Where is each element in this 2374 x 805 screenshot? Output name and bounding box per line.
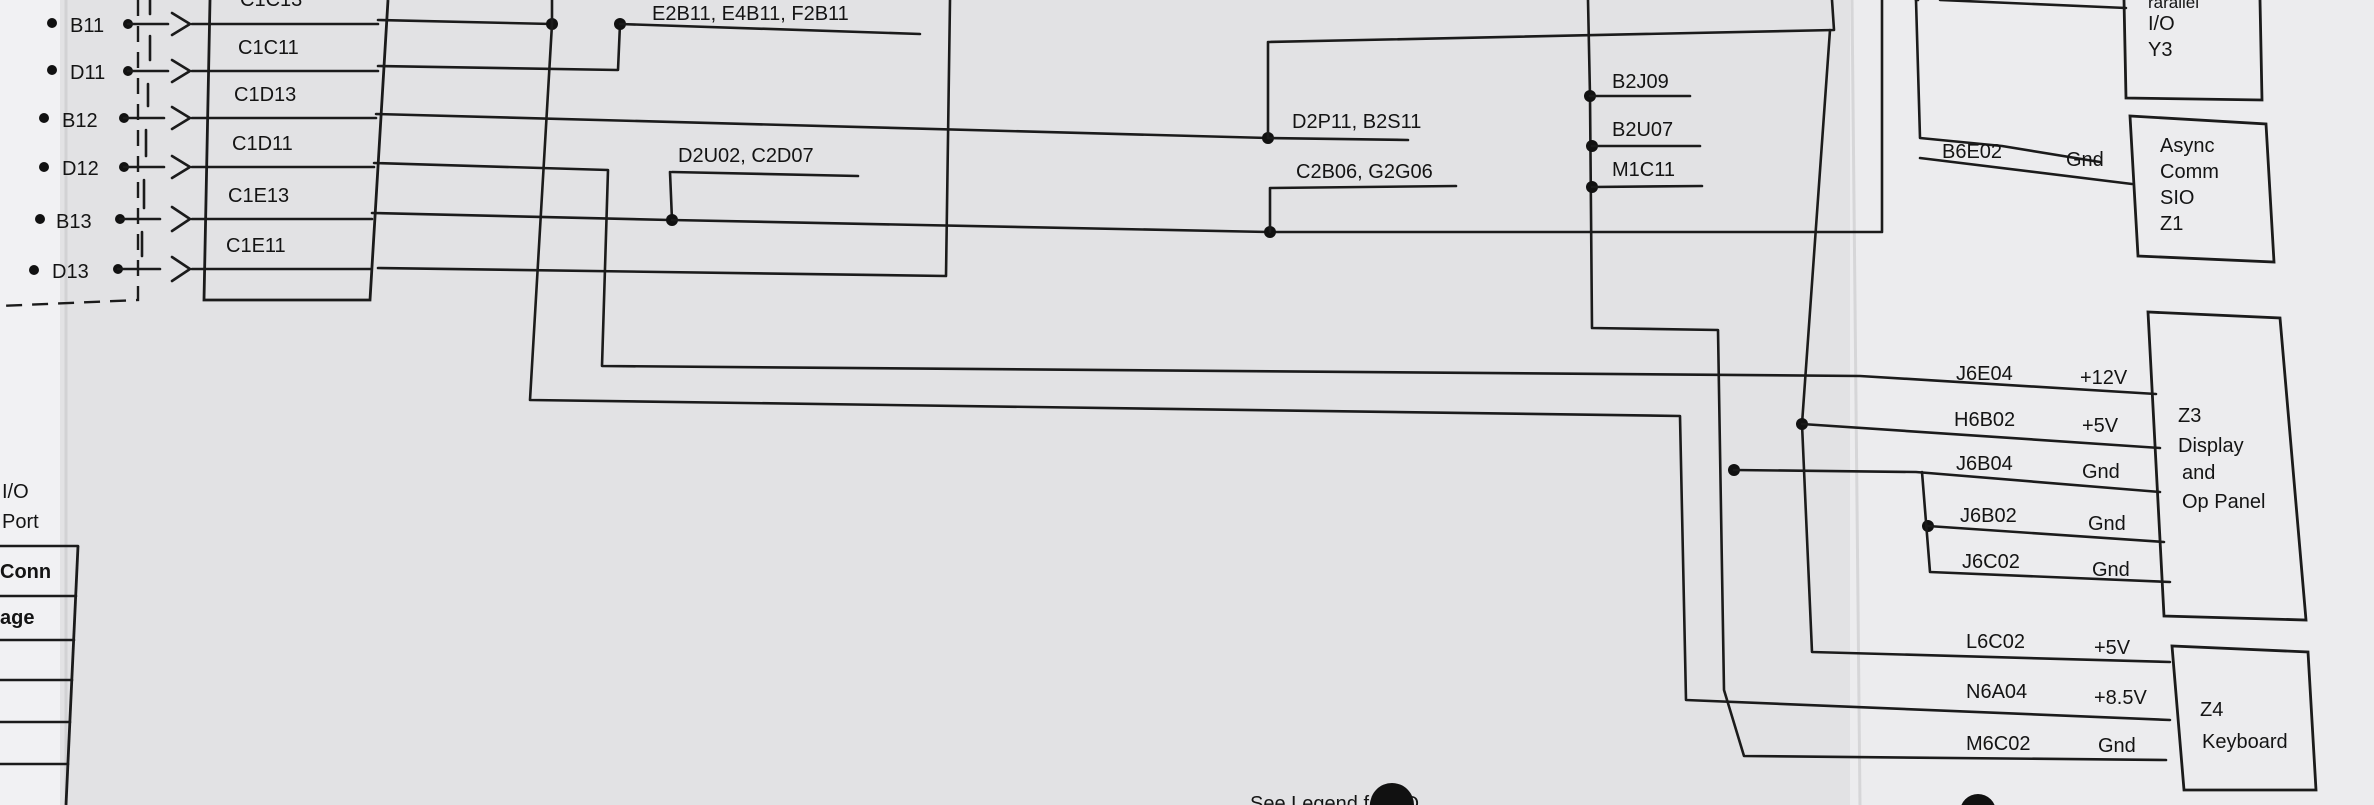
left-page-edge	[0, 0, 70, 805]
display-conn-j6b04: J6B04	[1956, 453, 2013, 475]
tap-label-b2u07: B2U07	[1612, 119, 1673, 141]
keyboard-signal-8-5v: +8.5V	[2094, 687, 2147, 709]
footer-note: See Legend for I/O ...	[1250, 783, 1995, 805]
display-signal-gnd-1: Gnd	[2082, 461, 2120, 483]
io-port-title-2: Port	[2, 511, 39, 533]
pin-label-c1e11: C1E11	[226, 235, 286, 257]
pin-label-c1c11: C1C11	[238, 37, 299, 59]
io-port-block: I/O Port Conn age	[0, 481, 80, 805]
keyboard-conn-l6c02: L6C02	[1966, 631, 2025, 653]
pin-label-c1d11: C1D11	[232, 133, 293, 155]
pin-label-c1d13: C1D13	[234, 84, 296, 106]
async-line-1: Async	[2160, 135, 2214, 157]
display-conn-j6e04: J6E04	[1956, 363, 2013, 385]
right-page	[1850, 0, 2374, 805]
keyboard-conn-m6c02: M6C02	[1966, 733, 2030, 755]
plug-outline	[0, 0, 140, 308]
display-op-panel-z3-box: Z3 Display and Op Panel J6E04 +12V H6B02…	[1920, 310, 2308, 622]
display-conn-j6b02: J6B02	[1960, 505, 2017, 527]
async-line-4: Z1	[2160, 213, 2183, 235]
tap-label-b2j09: B2J09	[1612, 71, 1669, 93]
page-fold-right	[1850, 0, 1862, 805]
parallel-io-line2: Y3	[2148, 39, 2172, 61]
async-comm-z1-box: B6E02 Gnd Async Comm SIO Z1	[1918, 114, 2276, 264]
keyboard-z4-box: Z4 Keyboard L6C02 +5V N6A04 +8.5V M6C02 …	[1966, 631, 2318, 792]
center-page	[60, 0, 1860, 805]
c1-connector-block: C1C13 C1C11 C1D13 C1D11 C1E13 C1E11	[190, 0, 390, 302]
io-port-title-1: I/O	[2, 481, 29, 503]
display-line-2: Display	[2178, 435, 2244, 457]
pin-label-b11: B11	[70, 15, 104, 37]
io-port-row-age: age	[0, 607, 34, 629]
async-line-3: SIO	[2160, 187, 2194, 209]
parallel-io-line1: I/O	[2148, 13, 2175, 35]
display-line-1: Z3	[2178, 405, 2201, 427]
display-signal-gnd-3: Gnd	[2092, 559, 2130, 581]
tap-label-e2b11: E2B11, E4B11, F2B11	[652, 3, 849, 25]
display-line-4: Op Panel	[2182, 491, 2265, 513]
pin-label-b12: B12	[62, 110, 98, 132]
io-port-row-conn: Conn	[0, 561, 51, 583]
tap-label-c2b06: C2B06, G2G06	[1296, 161, 1433, 183]
display-conn-j6c02: J6C02	[1962, 551, 2020, 573]
pin-label-d12: D12	[62, 158, 99, 180]
display-line-3: and	[2182, 462, 2215, 484]
pin-label-c1e13: C1E13	[228, 185, 289, 207]
keyboard-signal-5v: +5V	[2094, 637, 2131, 659]
pin-label-d13: D13	[52, 261, 89, 283]
keyboard-signal-gnd: Gnd	[2098, 735, 2136, 757]
keyboard-line-1: Z4	[2200, 699, 2223, 721]
parallel-io-y3-box: rarallel I/O Y3	[1914, 0, 2264, 164]
tap-label-m1c11: M1C11	[1612, 159, 1675, 181]
left-pin-rows: B11 D11 B12 D12 B13 D13	[0, 0, 192, 308]
keyboard-line-2: Keyboard	[2202, 731, 2288, 753]
tap-label-d2p11: D2P11, B2S11	[1292, 111, 1421, 133]
pin-label-b13: B13	[56, 211, 92, 233]
center-wiring: E2B11, E4B11, F2B11 D2P11, B2S11 D2U02, …	[370, 0, 2172, 762]
keyboard-conn-n6a04: N6A04	[1966, 681, 2027, 703]
async-signal-gnd: Gnd	[2066, 149, 2104, 171]
display-signal-5v: +5V	[2082, 415, 2119, 437]
display-signal-gnd-2: Gnd	[2088, 513, 2126, 535]
async-conn-b6e02: B6E02	[1942, 141, 2002, 163]
display-conn-h6b02: H6B02	[1954, 409, 2015, 431]
pin-label-c1c13: C1C13	[240, 0, 302, 11]
async-line-2: Comm	[2160, 161, 2219, 183]
tap-label-d2u02: D2U02, C2D07	[678, 145, 814, 167]
display-signal-12v: +12V	[2080, 367, 2128, 389]
pin-label-d11: D11	[70, 62, 105, 84]
parallel-io-label: rarallel	[2148, 0, 2199, 12]
